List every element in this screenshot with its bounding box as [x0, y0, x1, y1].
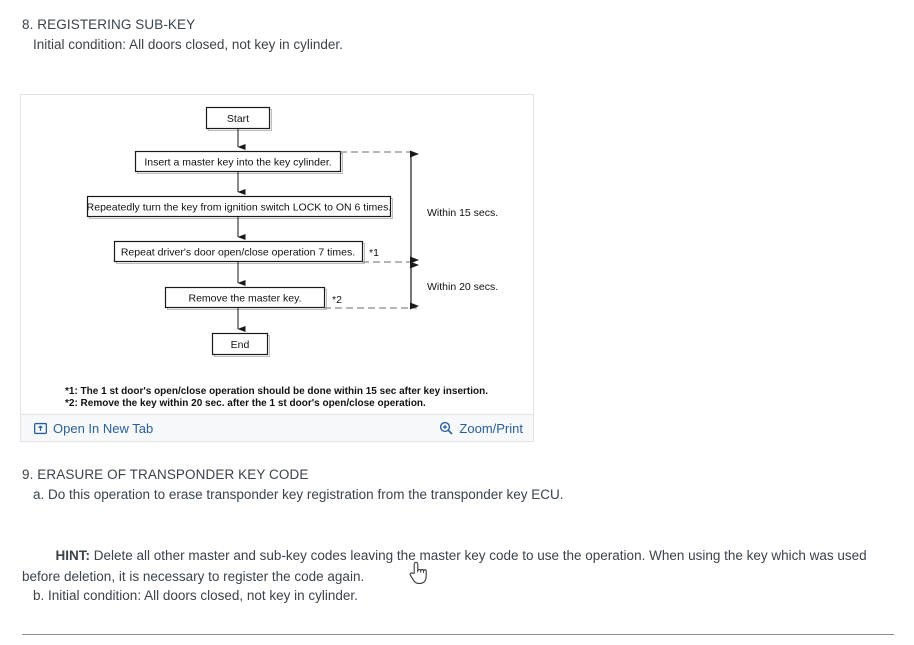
magnifier-plus-icon [439, 421, 453, 435]
figure-toolbar: Open In New Tab Zoom/Print [21, 414, 533, 441]
section-9-item-b: b. Initial condition: All doors closed, … [33, 588, 358, 603]
open-in-new-tab-button[interactable]: Open In New Tab [33, 421, 153, 435]
flowchart-diagram: Start Insert a master key into the key c… [65, 106, 498, 409]
node-remove-key-box [164, 286, 326, 309]
node-end-label: End [231, 339, 250, 351]
marker-star-2: *2 [332, 294, 342, 306]
zoom-print-label: Zoom/Print [459, 420, 523, 436]
hint-text: Delete all other master and sub-key code… [22, 548, 871, 584]
figure-panel: Start Insert a master key into the key c… [20, 94, 534, 442]
node-end-box [211, 332, 269, 356]
zoom-print-button[interactable]: Zoom/Print [439, 421, 523, 435]
node-door-cycle-label: Repeat driver's door open/close operatio… [121, 247, 355, 259]
open-in-new-tab-icon [33, 421, 47, 435]
section-9-heading: 9. ERASURE OF TRANSPONDER KEY CODE [22, 467, 309, 482]
figure-footnote-1: *1: The 1 st door's open/close operation… [65, 386, 488, 397]
section-9-hint: HINT: Delete all other master and sub-ke… [22, 524, 894, 587]
timing-label-within-15: Within 15 secs. [427, 207, 498, 219]
node-turn-key-box [86, 195, 392, 218]
node-door-cycle-box [113, 240, 364, 263]
node-insert-key-box [134, 150, 342, 173]
marker-star-1: *1 [369, 247, 379, 259]
node-insert-key-label: Insert a master key into the key cylinde… [144, 157, 331, 169]
section-8-initial-condition: Initial condition: All doors closed, not… [33, 37, 343, 52]
section-8-heading: 8. REGISTERING SUB-KEY [22, 17, 196, 32]
figure-footnote-2: *2: Remove the key within 20 sec. after … [65, 398, 426, 409]
open-in-new-tab-label: Open In New Tab [53, 420, 154, 436]
node-start-label: Start [227, 113, 249, 125]
node-remove-key-label: Remove the master key. [188, 293, 301, 305]
node-turn-key-label: Repeatedly turn the key from ignition sw… [87, 202, 392, 214]
node-start-box [205, 106, 271, 130]
section-9-item-a: a. Do this operation to erase transponde… [33, 487, 564, 502]
bottom-divider [22, 634, 894, 635]
hint-label: HINT: [55, 548, 91, 563]
timing-label-within-20: Within 20 secs. [427, 281, 498, 293]
